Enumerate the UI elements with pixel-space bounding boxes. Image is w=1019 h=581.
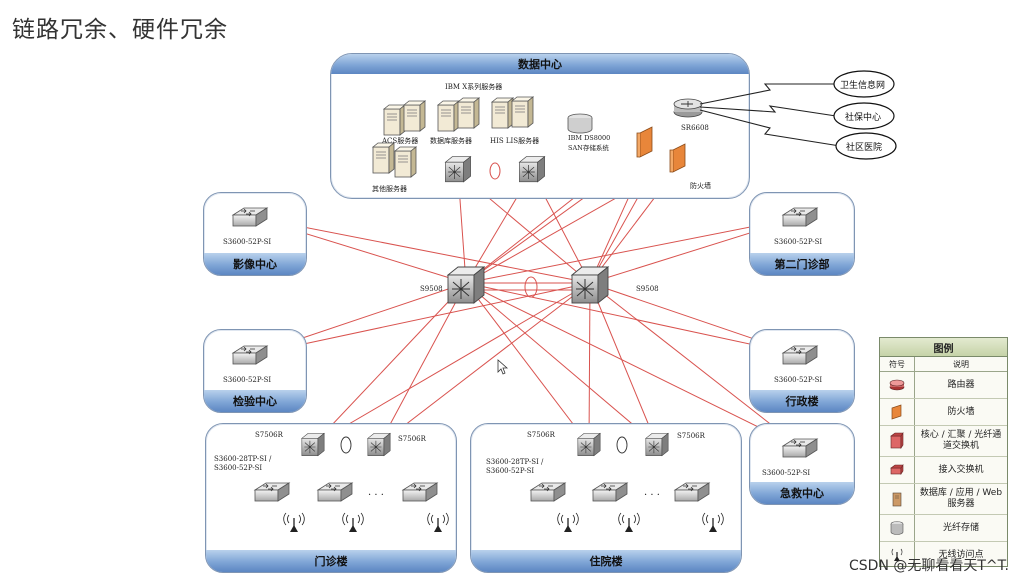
site-model-label: S3600-52P-SI <box>774 238 823 246</box>
building-outpatient: 门诊楼 <box>205 423 457 573</box>
legend-title: 图例 <box>880 338 1007 357</box>
firewall-icon <box>891 404 902 420</box>
agg-right-label: S7506R <box>398 435 426 443</box>
site-model-label: S3600-52P-SI <box>223 376 272 384</box>
site-second-clinic: 第二门诊部 <box>749 192 855 276</box>
site-name: 检验中心 <box>204 390 306 412</box>
legend-desc: 路由器 <box>947 379 975 390</box>
legend-desc: 光纤存储 <box>942 522 979 533</box>
cloud-label: 社区医院 <box>846 143 883 153</box>
ellipsis-label: · · · <box>368 490 384 501</box>
access-models-label: S3600-28TP-SI / S3600-52P-SI <box>486 458 544 475</box>
legend-col-symbol: 符号 <box>880 357 915 371</box>
cloud-label: 社保中心 <box>845 113 882 123</box>
legend-desc: 防火墙 <box>947 406 975 417</box>
router-label: SR6608 <box>681 124 709 132</box>
footer-watermark: CSDN @无聊看看天T^T. <box>849 558 1009 574</box>
building-name: 住院楼 <box>471 550 741 572</box>
storage-icon <box>890 521 904 535</box>
access-models-label: S3600-28TP-SI / S3600-52P-SI <box>214 455 272 472</box>
acs-server-label: ACS服务器 <box>382 137 419 145</box>
legend-row: 数据库 / 应用 / Web 服务器 <box>880 484 1007 515</box>
storage-label: IBM DS8000 SAN存储系统 <box>568 134 611 152</box>
core-right-label: S9508 <box>636 285 659 293</box>
legend-desc: 无线访问点 <box>938 549 984 560</box>
page-title: 链路冗余、硬件冗余 <box>12 17 228 43</box>
legend-desc: 核心 / 汇聚 / 光纤通道交换机 <box>920 430 1002 451</box>
site-model-label: S3600-52P-SI <box>774 376 823 384</box>
cloud-label: 卫生信息网 <box>840 81 886 91</box>
legend-row: 接入交换机 <box>880 457 1007 484</box>
core-left-label: S9508 <box>420 285 443 293</box>
legend-desc: 数据库 / 应用 / Web 服务器 <box>919 488 1003 509</box>
legend-row: 核心 / 汇聚 / 光纤通道交换机 <box>880 426 1007 457</box>
legend-row: 无线访问点 <box>880 542 1007 568</box>
core-switch-icon <box>890 432 904 449</box>
site-name: 行政楼 <box>750 390 854 412</box>
site-model-label: S3600-52P-SI <box>762 469 811 477</box>
site-name: 第二门诊部 <box>750 253 854 275</box>
db-server-label: 数据库服务器 <box>430 137 472 145</box>
legend-desc: 接入交换机 <box>938 464 984 475</box>
access-switch-icon <box>890 464 904 475</box>
server-icon <box>892 492 902 507</box>
ibm-server-label: IBM X系列服务器 <box>445 83 503 91</box>
site-emergency-center: 急救中心 <box>749 423 855 505</box>
agg-left-label: S7506R <box>255 431 283 439</box>
site-name: 影像中心 <box>204 253 306 275</box>
ellipsis-label: · · · <box>644 490 660 501</box>
wireless-ap-icon <box>891 548 903 561</box>
legend-col-desc: 说明 <box>953 359 969 369</box>
legend-row: 防火墙 <box>880 399 1007 426</box>
building-name: 门诊楼 <box>206 550 456 572</box>
building-inpatient: 住院楼 <box>470 423 742 573</box>
firewall-label: 防火墙 <box>690 182 711 190</box>
legend-row: 光纤存储 <box>880 515 1007 542</box>
legend-header: 符号 说明 <box>880 357 1007 372</box>
router-icon <box>889 379 905 391</box>
his-server-label: HIS LIS服务器 <box>490 137 540 145</box>
site-imaging-center: 影像中心 <box>203 192 307 276</box>
site-name: 急救中心 <box>750 482 854 504</box>
site-lab-center: 检验中心 <box>203 329 307 413</box>
legend-row: 路由器 <box>880 372 1007 399</box>
agg-left-label: S7506R <box>527 431 555 439</box>
legend: 图例 符号 说明 路由器 防火墙 核心 / 汇聚 / 光纤通道交换机 接入交换机… <box>879 337 1008 568</box>
agg-right-label: S7506R <box>677 432 705 440</box>
site-model-label: S3600-52P-SI <box>223 238 272 246</box>
site-admin-building: 行政楼 <box>749 329 855 413</box>
datacenter-header: 数据中心 <box>331 54 749 74</box>
other-server-label: 其他服务器 <box>372 185 407 193</box>
